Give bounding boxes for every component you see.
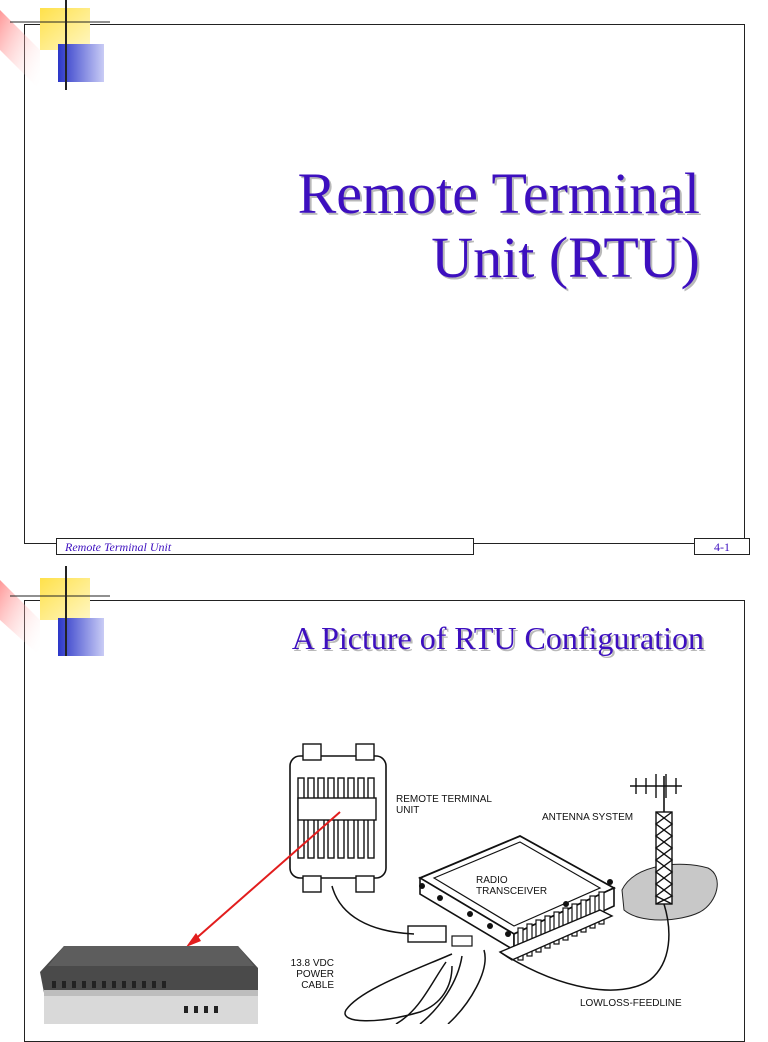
- slide-frame: [24, 24, 745, 544]
- feedline-label: LOWLOSS-FEEDLINE: [580, 998, 682, 1009]
- footer-caption: Remote Terminal Unit: [56, 538, 474, 555]
- slide-title-line-2: Unit (RTU): [431, 225, 700, 290]
- slide-title: Remote Terminal Unit (RTU): [100, 162, 700, 290]
- power-label-line-2: POWER: [296, 969, 334, 980]
- antenna-tower-icon: [621, 774, 718, 921]
- radio-label-line-2: TRANSCEIVER: [476, 886, 547, 897]
- rtu-label-line-1: REMOTE TERMINAL: [396, 794, 492, 805]
- power-label-line-1: 13.8 VDC: [291, 958, 334, 969]
- antenna-label: ANTENNA SYSTEM: [542, 812, 633, 823]
- slide-title-line-1: Remote Terminal: [297, 161, 700, 226]
- cables: [331, 885, 670, 1024]
- page-number: 4-1: [694, 538, 750, 555]
- rtu-label-line-2: UNIT: [396, 805, 419, 816]
- slide-1: Remote Terminal Unit (RTU) Remote Termin…: [0, 0, 750, 555]
- power-label-line-3: CABLE: [301, 980, 334, 991]
- rtu-photo: [40, 946, 258, 1024]
- radio-label-line-1: RADIO: [476, 875, 508, 886]
- radio-transceiver-icon: [407, 835, 616, 961]
- rtu-unit-icon: [289, 743, 387, 893]
- slide-title: A Picture of RTU Configuration: [291, 620, 704, 656]
- corner-decoration-icon: [0, 566, 110, 656]
- corner-decoration-icon: [0, 0, 110, 90]
- red-arrow-icon: [186, 811, 341, 947]
